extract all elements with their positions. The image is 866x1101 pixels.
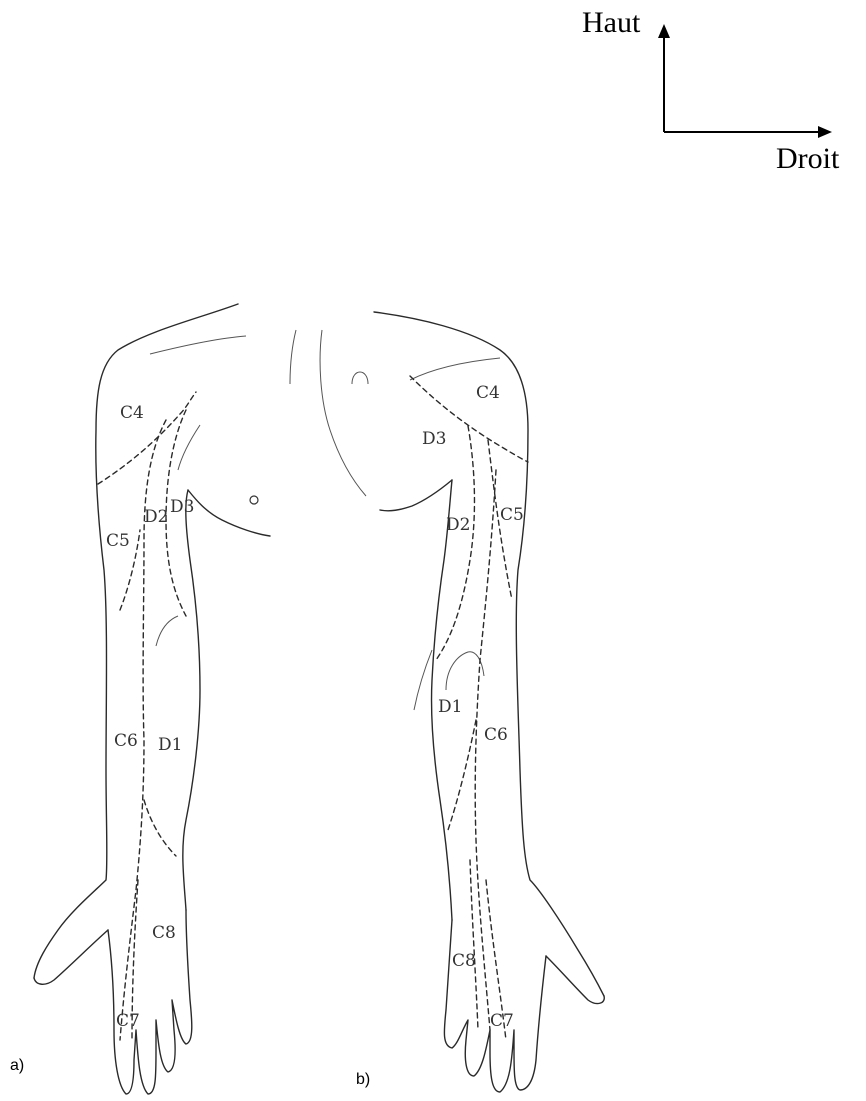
arm-b-navel-mark bbox=[352, 372, 368, 384]
arm-b-clavicle-line bbox=[410, 358, 500, 380]
arm-a-clavicle-line bbox=[150, 336, 246, 354]
right-label: Droit bbox=[776, 142, 840, 175]
arm-a-label-c7: C7 bbox=[116, 1011, 140, 1031]
arm-a-label-d1: D1 bbox=[158, 735, 182, 755]
arm-a-drawing: C4 D2 D3 C5 C6 D1 C8 C7 a) bbox=[10, 304, 296, 1094]
arm-b-label-d1: D1 bbox=[438, 697, 462, 717]
arm-a-fingers bbox=[108, 910, 192, 1094]
arm-a-label-c5: C5 bbox=[106, 531, 130, 551]
arm-b-shoulder-contour bbox=[374, 312, 604, 996]
arm-a-elbow-line bbox=[156, 616, 178, 646]
arm-b-label-c7: C7 bbox=[490, 1011, 514, 1031]
arm-b-boundary-c8 bbox=[470, 860, 478, 1030]
arm-b-chest bbox=[380, 480, 452, 511]
arm-a-label-d2: D2 bbox=[144, 507, 168, 527]
right-arrowhead bbox=[818, 126, 832, 138]
arm-b-label-d2: D2 bbox=[446, 515, 470, 535]
arm-a-neck-line bbox=[290, 330, 296, 384]
arm-b-boundary-c6-main bbox=[475, 470, 496, 1030]
arm-b-fingers bbox=[444, 920, 546, 1092]
panel-label-a: a) bbox=[10, 1057, 24, 1074]
arm-a-label-c4: C4 bbox=[120, 403, 144, 423]
arm-b-boundary-d2 bbox=[436, 426, 474, 660]
orientation-axes: Haut Droit bbox=[582, 6, 840, 175]
arm-a-label-c6: C6 bbox=[114, 731, 138, 751]
arm-b-label-c8: C8 bbox=[452, 951, 476, 971]
arm-a-inner-contour bbox=[183, 490, 200, 910]
arm-b-boundary-d1 bbox=[448, 720, 476, 830]
arm-a-boundary-c8 bbox=[144, 800, 176, 856]
arm-b-boundary-c4 bbox=[410, 376, 528, 462]
panel-label-b: b) bbox=[356, 1071, 370, 1088]
arm-a-thumb bbox=[34, 930, 108, 984]
arm-a-chest bbox=[188, 490, 270, 536]
arm-b-inner-elbow bbox=[414, 650, 432, 710]
arm-b-neck-line bbox=[320, 330, 366, 496]
arm-a-pectoral-line bbox=[178, 425, 200, 470]
arm-a-label-c8: C8 bbox=[152, 923, 176, 943]
arm-b-label-c5: C5 bbox=[500, 505, 524, 525]
nipple bbox=[250, 496, 258, 504]
arm-b-label-d3: D3 bbox=[422, 429, 446, 449]
arm-a-boundary-c4 bbox=[98, 392, 196, 484]
arm-a-label-d3: D3 bbox=[170, 497, 194, 517]
arm-b-drawing: C4 D3 D2 C5 D1 C6 C8 C7 b) bbox=[320, 312, 604, 1092]
arm-b-label-c6: C6 bbox=[484, 725, 508, 745]
arm-b-elbow-line bbox=[446, 652, 484, 690]
up-arrowhead bbox=[658, 24, 670, 38]
up-label: Haut bbox=[582, 6, 641, 39]
arm-b-label-c4: C4 bbox=[476, 383, 500, 403]
